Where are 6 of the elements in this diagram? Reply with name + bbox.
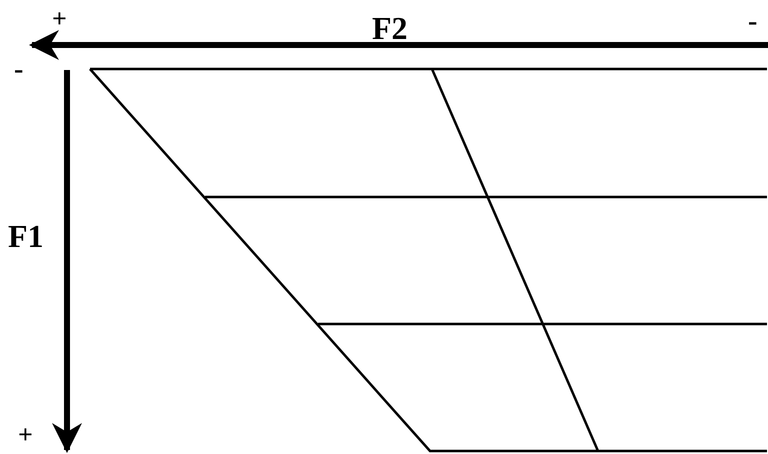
sign-label: + [18, 422, 33, 448]
sign-label: - [14, 56, 24, 84]
sign-label: + [52, 6, 67, 32]
sign-label: - [748, 8, 758, 36]
axis-label: F1 [8, 220, 44, 252]
axis-label: F2 [372, 12, 408, 44]
